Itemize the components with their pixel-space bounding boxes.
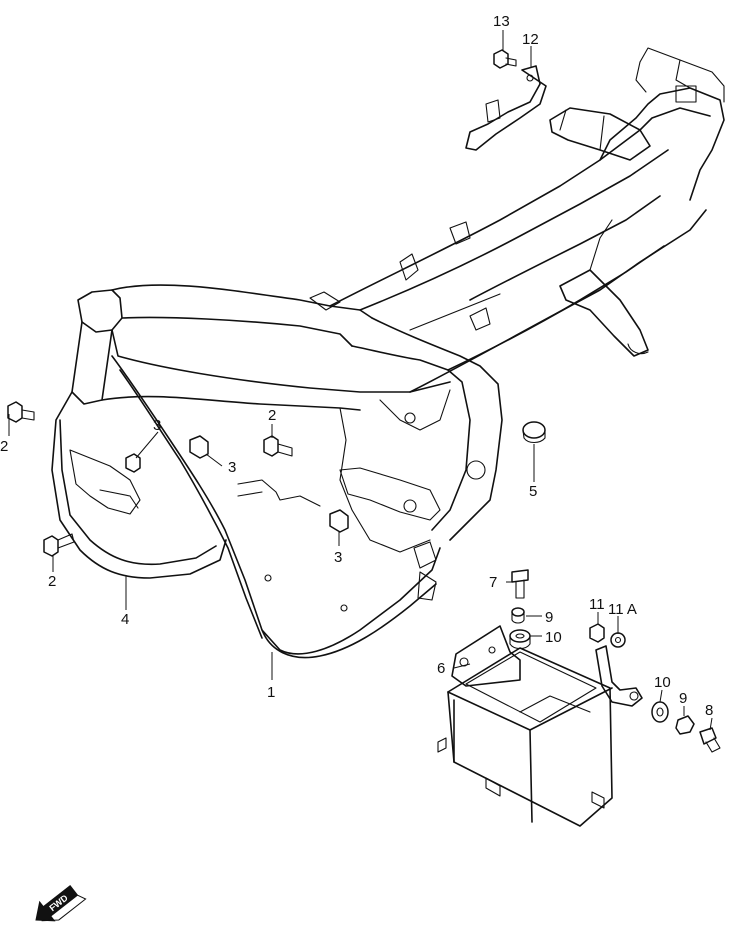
callout-10-lower: 10 bbox=[654, 674, 671, 691]
nut-part-3-lower bbox=[329, 509, 349, 533]
callout-5: 5 bbox=[529, 483, 537, 500]
callout-2-center: 2 bbox=[268, 407, 276, 424]
nut-part-3-upper-left bbox=[125, 453, 141, 473]
callout-3-upper-left: 3 bbox=[153, 417, 161, 434]
cap-part-5 bbox=[522, 421, 546, 444]
battery-box-part-6 bbox=[437, 625, 643, 827]
leader-lines bbox=[8, 30, 713, 731]
fwd-arrow-icon: FWD bbox=[35, 885, 87, 922]
callout-2-lower-left: 2 bbox=[48, 573, 56, 590]
bolt-part-13 bbox=[493, 49, 517, 69]
callout-4: 4 bbox=[121, 611, 129, 628]
washer-part-11A bbox=[610, 632, 626, 648]
nut-part-11 bbox=[589, 623, 605, 643]
callout-6: 6 bbox=[437, 660, 445, 677]
callout-10-upper: 10 bbox=[545, 629, 562, 646]
cushion-part-10-lower bbox=[651, 701, 669, 723]
cushion-part-10-upper bbox=[509, 629, 531, 650]
callout-7: 7 bbox=[489, 574, 497, 591]
callout-2-upper-left: 2 bbox=[0, 438, 8, 455]
bolt-part-7 bbox=[511, 569, 529, 599]
bolt-part-2-center bbox=[263, 435, 293, 457]
callout-11A: 11 A bbox=[608, 601, 637, 618]
main-frame bbox=[51, 47, 725, 659]
callout-12: 12 bbox=[522, 31, 539, 48]
callout-3-lower: 3 bbox=[334, 549, 342, 566]
callout-13: 13 bbox=[493, 13, 510, 30]
callout-9-upper: 9 bbox=[545, 609, 553, 626]
callout-8: 8 bbox=[705, 702, 713, 719]
callout-3-center: 3 bbox=[228, 459, 236, 476]
bolt-part-8 bbox=[699, 727, 721, 753]
callout-11: 11 bbox=[589, 596, 605, 613]
bracket-part-12 bbox=[465, 65, 547, 151]
collar-part-9-upper bbox=[511, 607, 525, 624]
bolt-part-2-left-lower bbox=[43, 533, 75, 557]
nut-part-3-upper-center bbox=[189, 435, 209, 459]
callout-1: 1 bbox=[267, 684, 275, 701]
bolt-part-2-left-upper bbox=[7, 401, 35, 423]
collar-part-9-lower bbox=[675, 715, 695, 735]
callout-9-lower: 9 bbox=[679, 690, 687, 707]
callout-labels: 13 12 2 3 2 3 5 2 4 3 7 9 11 11 A 10 6 1… bbox=[0, 13, 713, 719]
